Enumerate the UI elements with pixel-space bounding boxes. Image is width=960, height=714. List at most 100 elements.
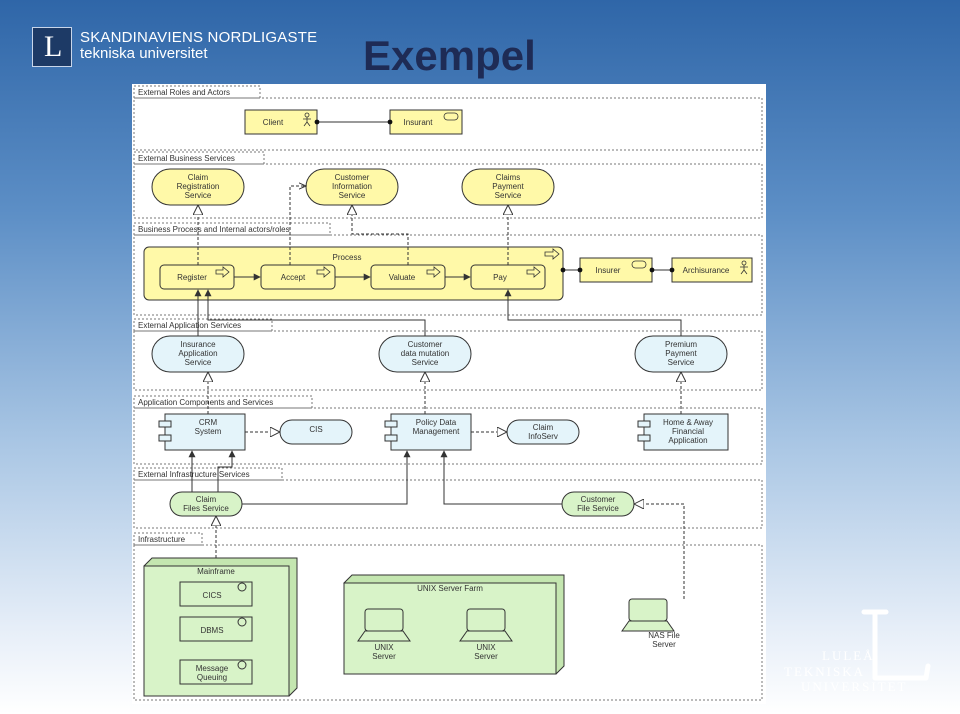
process-step-register: Register (159, 264, 235, 290)
svg-text:Home & Away: Home & Away (663, 418, 713, 427)
svg-text:Service: Service (185, 358, 212, 367)
role-icon (631, 260, 647, 269)
svg-text:UNIX: UNIX (476, 643, 496, 652)
component-policy-data-management: Policy Data Management (384, 413, 472, 451)
app-service-premium-payment: Premium Payment Service (634, 335, 728, 373)
process-arrow-icon (544, 248, 560, 260)
component-realizations (208, 373, 681, 432)
app-service-claim-infoserv: Claim InfoServ (506, 419, 580, 445)
actor-client: Client (244, 109, 318, 135)
svg-text:File Service: File Service (577, 504, 619, 513)
slide-title: Exempel (363, 32, 536, 79)
layer-label-external-infrastructure: External Infrastructure Services (138, 470, 250, 479)
system-software-message-queuing: Message Queuing (179, 659, 253, 685)
infra-service-customer-file: Customer File Service (561, 491, 635, 517)
ltu-logo-line2: TEKNISKA (784, 664, 865, 679)
svg-text:CIS: CIS (309, 425, 322, 434)
svg-text:Claim: Claim (533, 423, 554, 432)
node-unix-farm-label: UNIX Server Farm (417, 584, 483, 593)
svg-text:Premium: Premium (665, 340, 697, 349)
app-service-insurance-application: Insurance Application Service (151, 335, 245, 373)
layer-label-external-application-services: External Application Services (138, 321, 241, 330)
svg-text:Files Service: Files Service (183, 504, 229, 513)
svg-text:Queuing: Queuing (197, 673, 227, 682)
svg-text:DBMS: DBMS (200, 626, 223, 635)
system-software-icon (237, 582, 247, 592)
university-name-line2: tekniska universitet (80, 45, 208, 62)
svg-text:Server: Server (474, 652, 498, 661)
ltu-logo-line1: LULEÅ (822, 648, 875, 663)
svg-text:CRM: CRM (199, 418, 218, 427)
svg-text:Policy Data: Policy Data (416, 418, 457, 427)
svg-text:Management: Management (413, 427, 460, 436)
archimate-diagram: External Roles and Actors External Busin… (132, 84, 766, 704)
svg-text:Customer: Customer (581, 495, 616, 504)
svg-text:Register: Register (177, 273, 207, 282)
layer-external-business-services: External Business Services (133, 151, 763, 219)
role-insurant-label: Insurant (404, 118, 434, 127)
actor-icon (740, 260, 748, 275)
svg-text:Claim: Claim (188, 173, 209, 182)
role-insurer: Insurer (579, 257, 653, 283)
service-customer-information: Customer Information Service (305, 168, 399, 206)
svg-text:Service: Service (339, 191, 366, 200)
svg-text:Message: Message (196, 664, 229, 673)
svg-text:Insurance: Insurance (180, 340, 216, 349)
process-arrow-icon (316, 266, 331, 278)
university-name: SKANDINAVIENS NORDLIGASTE tekniska unive… (80, 30, 317, 62)
svg-text:data mutation: data mutation (401, 349, 449, 358)
device-unix-server-2: UNIX Server (459, 608, 513, 661)
svg-text:Payment: Payment (665, 349, 697, 358)
svg-text:Financial: Financial (672, 427, 704, 436)
infra-service-claim-files: Claim Files Service (169, 491, 243, 517)
realization-nas-customer-file (635, 504, 685, 599)
actor-icon (303, 112, 311, 127)
process-arrow-icon (526, 266, 541, 278)
layer-label-application-components: Application Components and Services (138, 398, 273, 407)
app-service-cis: CIS (279, 419, 353, 445)
system-software-cics: CICS (179, 581, 253, 607)
svg-text:CICS: CICS (202, 591, 221, 600)
layer-label-external-roles: External Roles and Actors (138, 88, 230, 97)
svg-text:Claims: Claims (496, 173, 520, 182)
svg-text:UNIX: UNIX (374, 643, 394, 652)
layer-external-infrastructure: External Infrastructure Services (133, 467, 763, 529)
layer-label-external-business-services: External Business Services (138, 154, 235, 163)
layer-infrastructure: Infrastructure (133, 532, 763, 701)
process-step-valuate: Valuate (370, 264, 446, 290)
business-process-container: Process (143, 246, 564, 301)
layer-application-components: Application Components and Services (133, 395, 763, 465)
layer-label-business-process: Business Process and Internal actors/rol… (138, 225, 290, 234)
svg-text:Claim: Claim (196, 495, 217, 504)
university-name-line1: SKANDINAVIENS NORDLIGASTE (80, 29, 318, 46)
layer-external-application-services: External Application Services (133, 318, 763, 391)
svg-text:NAS File: NAS File (648, 631, 680, 640)
infra-service-usage (188, 450, 562, 505)
node-mainframe-label: Mainframe (197, 567, 235, 576)
svg-text:Service: Service (412, 358, 439, 367)
process-label: Process (333, 253, 362, 262)
svg-text:Payment: Payment (492, 182, 524, 191)
svg-text:Server: Server (372, 652, 396, 661)
svg-text:Service: Service (668, 358, 695, 367)
svg-text:Information: Information (332, 182, 372, 191)
university-logo-box: L (32, 27, 72, 67)
business-realizations (198, 186, 508, 265)
svg-text:Archisurance: Archisurance (683, 266, 730, 275)
process-step-accept: Accept (260, 264, 336, 290)
app-service-usage (194, 289, 682, 336)
svg-text:Customer: Customer (408, 340, 443, 349)
layer-business-process: Business Process and Internal actors/rol… (133, 222, 763, 316)
app-service-customer-data-mutation: Customer data mutation Service (378, 335, 472, 373)
svg-text:InfoServ: InfoServ (528, 432, 558, 441)
device-nas-file-server: NAS File Server (621, 598, 680, 649)
svg-text:Valuate: Valuate (389, 273, 416, 282)
process-step-pay: Pay (470, 264, 546, 290)
ltu-logo-line3: UNIVERSITET (801, 679, 908, 694)
system-software-icon (237, 617, 247, 627)
svg-text:Application: Application (668, 436, 707, 445)
svg-text:Registration: Registration (177, 182, 220, 191)
system-software-dbms: DBMS (179, 616, 253, 642)
service-claims-payment: Claims Payment Service (461, 168, 555, 206)
process-arrow-icon (215, 266, 230, 278)
